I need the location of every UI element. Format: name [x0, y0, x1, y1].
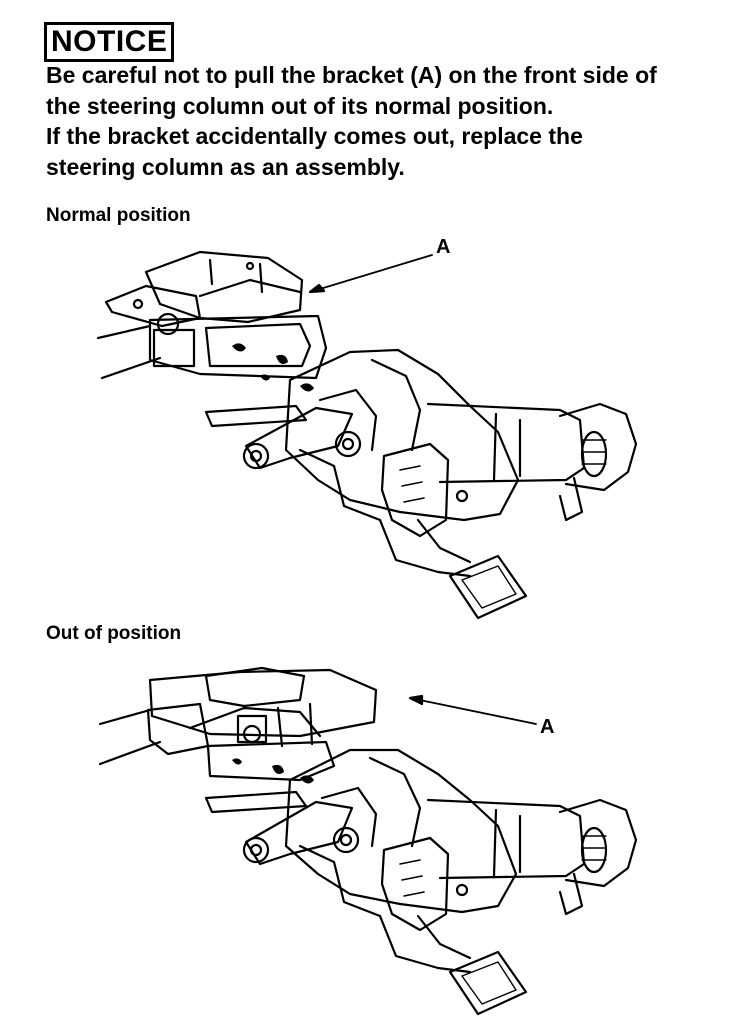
callout-a-out: A — [540, 716, 555, 738]
notice-line: steering column as an assembly. — [46, 153, 405, 180]
steering-column-illustration-normal — [96, 250, 638, 620]
notice-badge: NOTICE — [44, 22, 175, 62]
callout-a-normal: A — [436, 236, 451, 258]
notice-line: If the bracket accidentally comes out, r… — [46, 123, 583, 149]
figure-label-normal: Normal position — [46, 205, 191, 226]
notice-line: Be careful not to pull the bracket (A) o… — [46, 62, 657, 88]
steering-column-illustration-out — [98, 666, 638, 1016]
notice-text: Be careful not to pull the bracket (A) o… — [46, 60, 716, 182]
notice-line: the steering column out of its normal po… — [46, 92, 554, 119]
figure-label-out: Out of position — [46, 623, 182, 644]
